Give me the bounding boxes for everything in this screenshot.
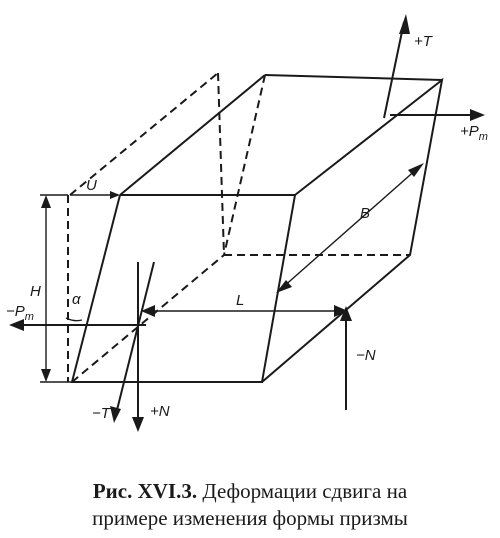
label-plus-Pt: +Pт xyxy=(460,123,488,143)
caption-line-1: Рис. XVI.3. Деформации сдвига на xyxy=(0,478,500,505)
dimension-U xyxy=(70,191,120,199)
force-plus-Pt-arrow xyxy=(390,109,485,121)
label-plus-T: +T xyxy=(414,33,434,50)
label-minus-N: −N xyxy=(356,347,376,364)
force-plus-T-arrow xyxy=(383,14,410,119)
dimension-L xyxy=(141,305,348,317)
label-plus-N: +N xyxy=(150,403,170,420)
deformed-prism xyxy=(70,74,444,383)
force-minus-Pt-arrow xyxy=(9,319,146,331)
label-minus-T: −T xyxy=(92,405,112,422)
figure-caption: Рис. XVI.3. Деформации сдвига на примере… xyxy=(0,478,500,532)
caption-figure-number: Рис. XVI.3. xyxy=(92,479,198,503)
force-plus-N-arrow xyxy=(132,262,144,432)
shear-deformation-diagram: +T +Pт U B H α L −Pт xyxy=(6,14,488,432)
label-H: H xyxy=(30,283,41,300)
dimension-H xyxy=(40,194,72,383)
label-minus-Pt: −Pт xyxy=(6,303,34,323)
force-minus-N-arrow xyxy=(340,306,352,410)
label-B: B xyxy=(360,205,370,222)
caption-text-1: Деформации сдвига на xyxy=(197,479,408,503)
label-L: L xyxy=(236,292,244,309)
label-alpha: α xyxy=(72,291,81,308)
original-prism-outline xyxy=(67,72,225,382)
dimension-B xyxy=(276,163,424,293)
angle-alpha-arc xyxy=(65,317,83,322)
force-minus-T-arrow xyxy=(110,261,155,423)
caption-line-2: примере изменения формы призмы xyxy=(92,506,408,530)
label-U: U xyxy=(86,177,97,194)
